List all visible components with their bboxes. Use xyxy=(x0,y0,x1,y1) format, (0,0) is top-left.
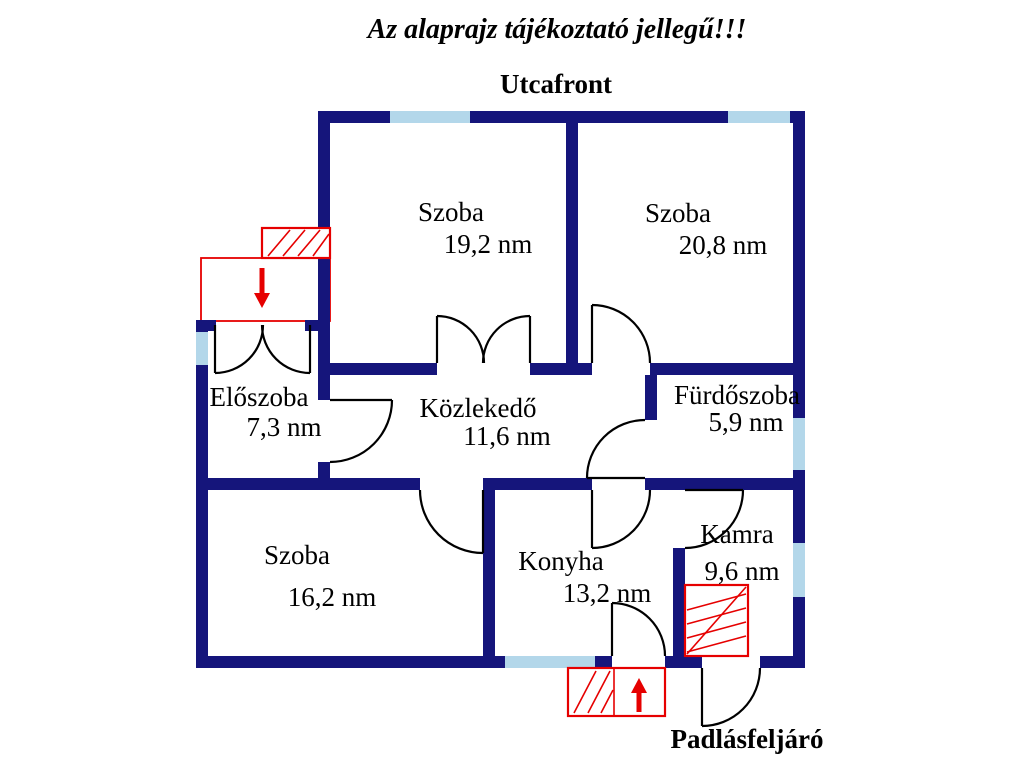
wall xyxy=(196,320,208,668)
arrow-head xyxy=(631,678,647,693)
wall xyxy=(566,111,578,375)
window xyxy=(505,656,595,668)
wall xyxy=(650,478,805,490)
walls xyxy=(196,111,805,668)
door-arc xyxy=(611,601,667,657)
hatch-line xyxy=(686,635,747,653)
hatch-line xyxy=(297,229,321,257)
hatch-line xyxy=(600,689,614,714)
room-name-furdoszoba: Fürdőszoba xyxy=(674,380,800,410)
room-name-kozlekedo: Közlekedő xyxy=(420,393,537,423)
attic-door-arc xyxy=(701,667,762,728)
door-arc xyxy=(260,324,311,375)
attic-stairs xyxy=(683,583,750,658)
wall xyxy=(645,375,657,420)
room-name-szoba-2: Szoba xyxy=(645,198,711,228)
disclaimer-title: Az alaprajz tájékoztató jellegű!!! xyxy=(366,14,747,45)
hatch-line xyxy=(282,229,306,257)
room-name-szoba-1: Szoba xyxy=(418,197,484,227)
porch-outline xyxy=(200,257,331,322)
room-area-eloszoba: 7,3 nm xyxy=(246,412,321,442)
wall xyxy=(318,375,330,400)
window xyxy=(196,332,208,365)
wall xyxy=(196,320,216,331)
wall xyxy=(530,363,592,375)
hatch-line xyxy=(312,233,330,257)
attic-access-label: Padlásfeljáró xyxy=(671,724,824,754)
room-name-kamra: Kamra xyxy=(700,519,773,549)
window xyxy=(793,543,805,597)
door-arc xyxy=(684,489,745,550)
wall xyxy=(483,478,592,490)
wall xyxy=(196,478,420,490)
room-name-eloszoba: Előszoba xyxy=(210,382,309,412)
exit-arrow-icon xyxy=(631,678,647,712)
hatch-line xyxy=(686,607,747,625)
wall xyxy=(760,656,805,668)
door-arc xyxy=(591,303,652,364)
window xyxy=(793,418,805,470)
wall xyxy=(673,548,685,668)
door-arc xyxy=(585,418,646,479)
hatch-line xyxy=(686,593,747,611)
wall xyxy=(318,363,437,375)
door-arc xyxy=(329,399,394,464)
wall xyxy=(793,111,805,668)
entrance-arrow-icon xyxy=(254,268,270,308)
room-area-furdoszoba: 5,9 nm xyxy=(708,407,783,437)
door-arc xyxy=(481,314,531,364)
window xyxy=(390,111,470,123)
hatch-line xyxy=(267,229,291,257)
windows xyxy=(196,111,805,668)
door-arc xyxy=(436,314,486,364)
hatch-line xyxy=(686,621,747,639)
room-area-szoba-3: 16,2 nm xyxy=(288,582,377,612)
entrance-steps-box xyxy=(260,226,332,260)
exterior-steps xyxy=(566,666,667,718)
door-arc xyxy=(418,489,484,555)
room-area-kozlekedo: 11,6 nm xyxy=(463,421,551,451)
hatch-line xyxy=(686,586,747,655)
arrow-head xyxy=(254,293,270,308)
wall xyxy=(305,320,330,331)
window xyxy=(728,111,790,123)
doors xyxy=(213,303,762,728)
room-labels: Szoba 19,2 nm Szoba 20,8 nm Előszoba 7,3… xyxy=(210,197,800,612)
hatch-line xyxy=(573,670,597,714)
room-area-szoba-2: 20,8 nm xyxy=(679,230,768,260)
room-name-szoba-3: Szoba xyxy=(264,540,330,570)
hatch-line xyxy=(587,670,611,714)
room-area-konyha: 13,2 nm xyxy=(563,578,652,608)
room-area-kamra: 9,6 nm xyxy=(704,556,779,586)
door-arc xyxy=(591,489,652,550)
entrance-steps xyxy=(260,226,332,260)
wall xyxy=(483,478,495,668)
door-arc xyxy=(214,324,265,375)
room-area-szoba-1: 19,2 nm xyxy=(444,229,533,259)
exterior-steps-box xyxy=(566,666,667,718)
wall xyxy=(650,363,805,375)
room-name-konyha: Konyha xyxy=(518,546,603,576)
street-front-label: Utcafront xyxy=(500,69,612,99)
